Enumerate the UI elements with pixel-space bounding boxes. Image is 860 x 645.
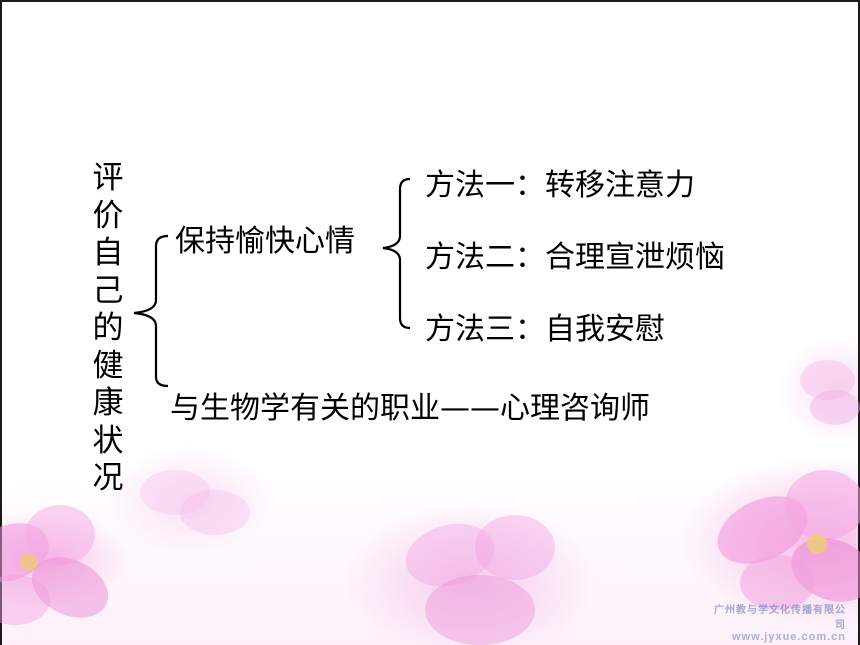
title-char: 康 <box>92 385 124 421</box>
method-three: 方法三：自我安慰 <box>425 312 665 347</box>
title-char: 况 <box>92 460 124 496</box>
flower-decoration-right-small <box>800 355 860 425</box>
branch-keep-happy-mood: 保持愉快心情 <box>175 224 355 259</box>
publisher-watermark: 广州教与学文化传播有限公司 www.jyxue.com.cn <box>706 601 846 643</box>
flower-decoration-left <box>0 505 120 635</box>
title-char: 健 <box>92 347 124 384</box>
methods-bracket <box>382 177 411 330</box>
title-char: 状 <box>92 422 124 459</box>
flower-decoration-right <box>706 470 860 620</box>
diagram-title-vertical: 评 价 自 己 的 健 康 状 况 <box>88 160 128 498</box>
title-char: 评 <box>92 160 124 196</box>
frame-left-border <box>0 0 2 645</box>
frame-right-border <box>858 0 860 645</box>
title-char: 的 <box>92 310 124 346</box>
frame-top-border <box>0 0 860 2</box>
method-one: 方法一：转移注意力 <box>425 168 695 203</box>
title-char: 己 <box>92 272 124 309</box>
flower-decoration-center <box>395 514 565 645</box>
title-char: 价 <box>92 197 124 234</box>
title-char: 自 <box>92 235 124 271</box>
branch-career: 与生物学有关的职业——心理咨询师 <box>170 391 650 426</box>
flower-decoration-mid-small <box>140 470 250 540</box>
watermark-company: 广州教与学文化传播有限公司 <box>714 605 846 631</box>
watermark-url: www.jyxue.com.cn <box>731 631 846 643</box>
main-bracket <box>133 234 169 388</box>
method-two: 方法二：合理宣泄烦恼 <box>425 240 725 275</box>
